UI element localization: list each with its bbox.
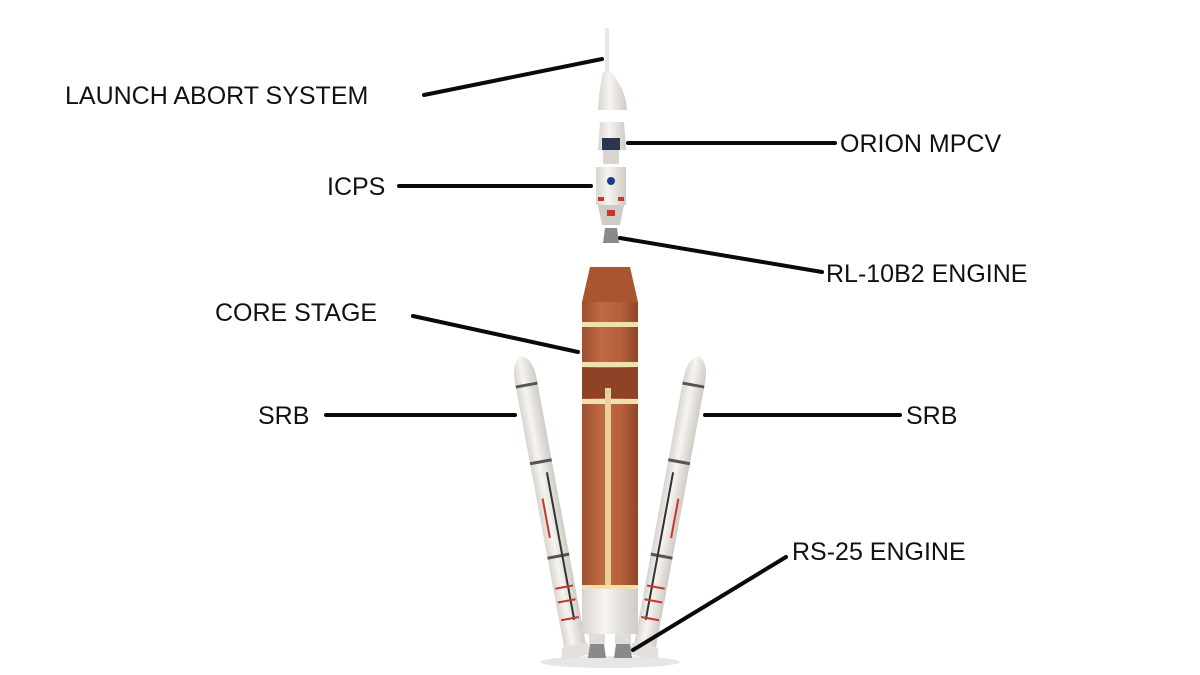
label-orion-mpcv: ORION MPCV	[840, 130, 1001, 158]
label-rs25-engine: RS-25 ENGINE	[792, 538, 966, 566]
leader-core	[411, 314, 580, 354]
label-icps: ICPS	[327, 173, 385, 201]
label-rl10b2-engine: RL-10B2 ENGINE	[826, 260, 1027, 288]
label-launch-abort-system: LAUNCH ABORT SYSTEM	[65, 82, 368, 110]
label-srb-left: SRB	[258, 402, 309, 430]
label-core-stage: CORE STAGE	[215, 299, 377, 327]
label-srb-right: SRB	[906, 402, 957, 430]
srb-left	[514, 356, 593, 660]
leader-las	[422, 57, 604, 97]
leader-rs25	[631, 555, 788, 652]
srb-right	[627, 356, 706, 660]
leader-rl10	[618, 236, 824, 274]
upper-stack	[596, 28, 627, 243]
ground-shadow	[540, 656, 680, 668]
core-stage	[582, 267, 638, 658]
